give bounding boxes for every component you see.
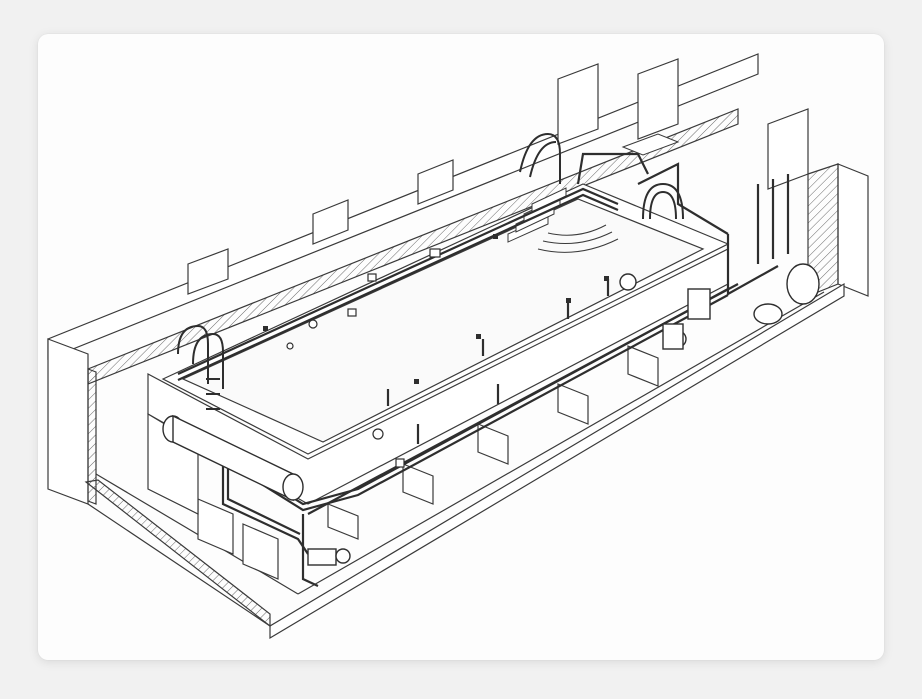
skimmer-icon [429, 248, 441, 258]
pier-7 [627, 345, 659, 387]
valve-icon [493, 234, 498, 239]
valve-icon [414, 379, 419, 384]
pier-4 [402, 463, 434, 505]
back-pilaster-4 [557, 63, 599, 145]
step-curve-1 [537, 238, 619, 253]
inlet-nozzles [286, 248, 441, 468]
pool-water [181, 198, 705, 443]
pool-steps [507, 187, 619, 253]
pier-5 [477, 423, 509, 465]
ladder-near [177, 324, 224, 410]
inlet-nozzle-icon [372, 428, 384, 440]
back-pilaster-1 [187, 248, 229, 295]
pier-1 [197, 498, 234, 555]
left-wall-hatch [87, 368, 97, 505]
drawing-card [38, 34, 884, 660]
back-pilaster-3 [417, 159, 454, 205]
valve-icon [395, 458, 405, 468]
heat-exchanger-icon [642, 182, 684, 220]
skimmer-icon [347, 308, 357, 317]
valve-icon [604, 276, 609, 281]
pool-drawing [38, 34, 884, 660]
inlet-nozzle-icon [367, 273, 377, 282]
heater-icon [162, 414, 304, 502]
pier-6 [557, 383, 589, 425]
ladder-far [519, 132, 561, 184]
valve-icon [263, 326, 268, 331]
inlet-nozzle-icon [308, 319, 318, 329]
inlet-nozzle-icon [286, 342, 294, 350]
valve-icon [566, 298, 571, 303]
step-curve-3 [547, 224, 607, 236]
right-wall-hatch [807, 163, 839, 297]
right-wall [837, 163, 869, 297]
service-panel [621, 133, 680, 156]
pier-3 [327, 503, 359, 540]
outer-wall [47, 53, 869, 640]
pool-shell [147, 183, 730, 580]
valves [263, 234, 609, 384]
front-floor-hatch [84, 479, 271, 628]
left-wall [47, 338, 89, 505]
valve-icon [476, 334, 481, 339]
front-floor-edge [269, 282, 845, 640]
back-pilaster-5 [637, 58, 679, 140]
step-curve-2 [542, 231, 613, 245]
pier-2 [242, 523, 279, 580]
pump-icon [307, 548, 351, 566]
pump-cluster-icon [619, 273, 711, 350]
filter-tank-icon [753, 263, 820, 325]
back-pilaster-2 [312, 199, 349, 245]
